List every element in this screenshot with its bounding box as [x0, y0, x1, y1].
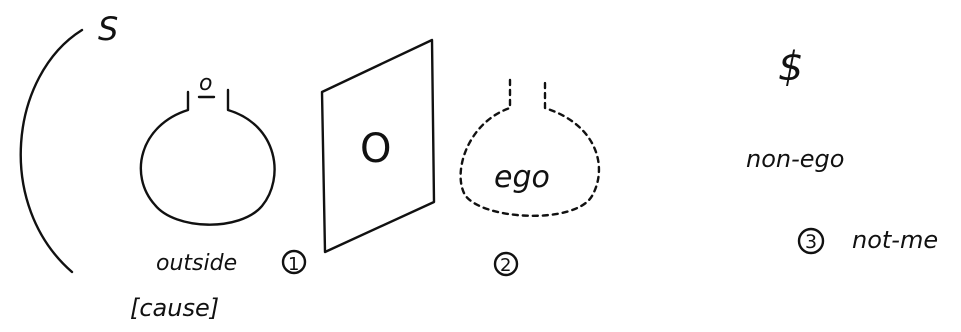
label-s: S	[98, 10, 118, 48]
label-cause: [cause]	[130, 294, 219, 322]
label-outside: outside	[156, 251, 237, 276]
barred-s: $	[778, 44, 803, 90]
marker-3-circle	[797, 227, 825, 255]
outside-flask	[139, 88, 276, 226]
label-o-small: o	[199, 71, 212, 96]
label-o-big: O	[360, 126, 391, 172]
ego-flask	[459, 78, 601, 218]
left-arc	[19, 28, 84, 274]
marker-2-circle	[493, 251, 519, 277]
marker-1: 1	[288, 254, 299, 275]
marker-1-circle	[281, 249, 307, 275]
label-ego: ego	[494, 160, 550, 195]
label-non-ego: non-ego	[746, 145, 844, 173]
marker-2: 2	[500, 255, 511, 276]
o-panel	[320, 38, 436, 254]
marker-3: 3	[805, 231, 817, 253]
label-not-me: not-me	[852, 226, 938, 254]
